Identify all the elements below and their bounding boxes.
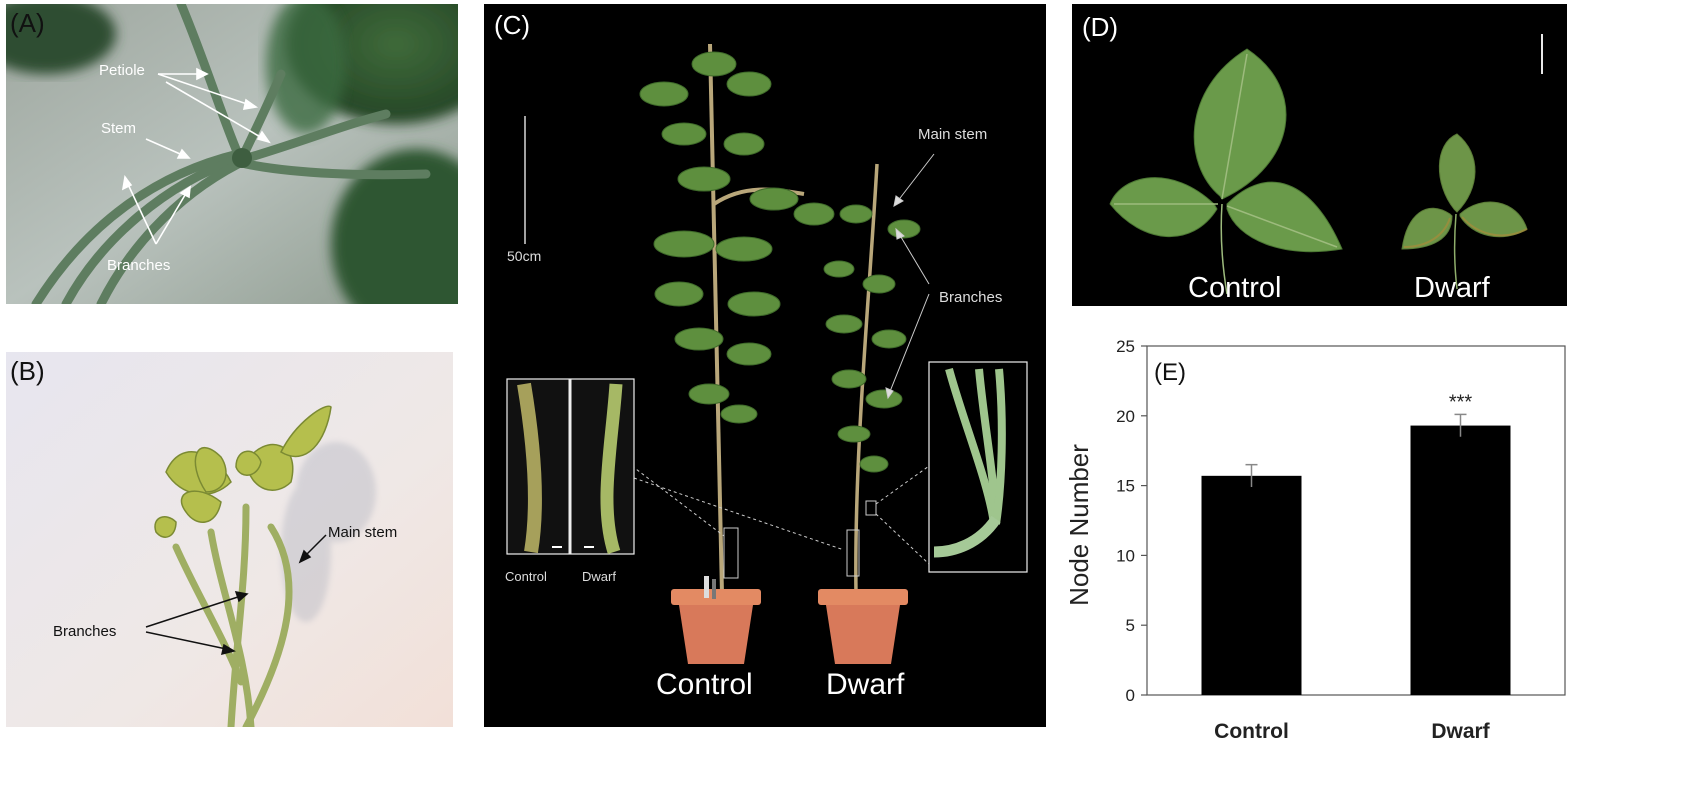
panel-c: (C) 50cm Main stem Branches Control Dwar… <box>484 4 1046 727</box>
panel-d: (D) Control Dwarf <box>1072 4 1567 306</box>
panel-d-label: (D) <box>1082 12 1119 42</box>
chart-panel-label: (E) <box>1154 359 1186 386</box>
leaf-label-control: Control <box>1188 272 1282 304</box>
inset-label-dwarf: Dwarf <box>582 569 616 584</box>
panel-d-photo <box>1109 34 1543 295</box>
branches-label-b: Branches <box>53 623 117 640</box>
y-tick-label: 0 <box>1126 686 1135 705</box>
y-tick-label: 25 <box>1116 337 1135 356</box>
petiole-label: Petiole <box>99 62 145 79</box>
bar-control <box>1201 475 1302 695</box>
scale-bar-label: 50cm <box>507 248 542 264</box>
branches-label-a: Branches <box>107 257 171 274</box>
branches-label-c: Branches <box>939 289 1003 306</box>
main-stem-label-b: Main stem <box>328 524 398 541</box>
pots <box>671 576 908 664</box>
inset-label-control: Control <box>505 569 547 584</box>
main-stem-label-c: Main stem <box>918 126 988 143</box>
y-tick-label: 20 <box>1116 407 1135 426</box>
panel-a-label: (A) <box>10 8 45 38</box>
panel-b: (B) Main stem Branches <box>6 352 453 727</box>
panel-a-photo <box>6 4 458 304</box>
x-tick-label: Dwarf <box>1431 720 1490 743</box>
plot-frame <box>1146 345 1566 696</box>
leaf-label-dwarf: Dwarf <box>1414 272 1490 304</box>
panel-c-photo <box>506 43 1028 664</box>
significance-mark: *** <box>1449 391 1473 413</box>
y-tick-label: 10 <box>1116 546 1135 565</box>
panel-b-label: (B) <box>10 356 45 386</box>
panel-c-label: (C) <box>494 10 531 40</box>
panel-b-photo <box>6 352 453 727</box>
y-tick-label: 5 <box>1126 616 1135 635</box>
y-axis-label: Node Number <box>1064 444 1094 606</box>
x-tick-label: Control <box>1214 720 1289 743</box>
stem-label: Stem <box>101 120 137 137</box>
y-tick-label: 15 <box>1116 477 1135 496</box>
plant-label-control: Control <box>656 668 753 701</box>
plant-label-dwarf: Dwarf <box>826 668 905 701</box>
panel-a: (A) Petiole Stem Branches <box>6 4 458 304</box>
bar-dwarf <box>1410 425 1511 695</box>
